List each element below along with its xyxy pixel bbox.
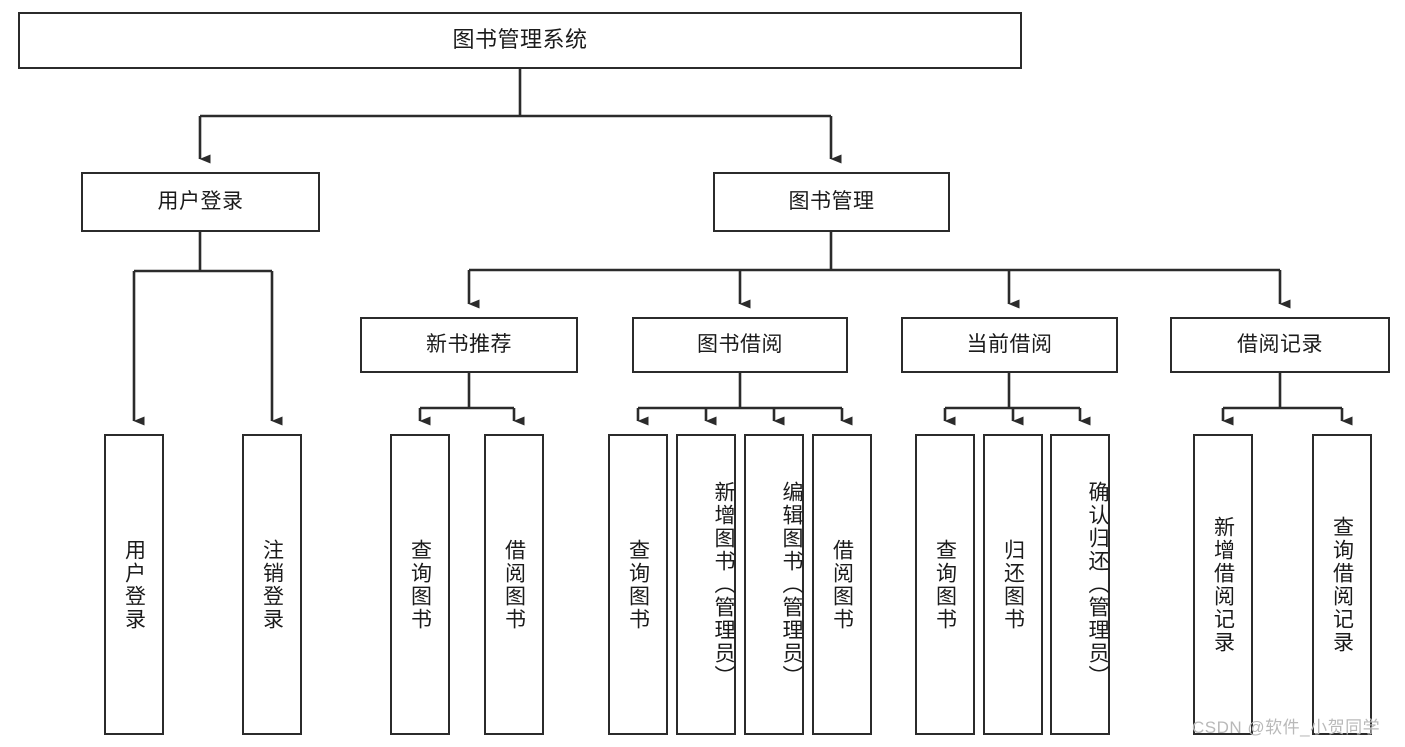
node-new-book-recommendation[interactable]: 新书推荐	[360, 317, 578, 373]
node-book-management[interactable]: 图书管理	[713, 172, 950, 232]
node-label: 新增借阅记录	[1211, 515, 1235, 654]
node-root-system[interactable]: 图书管理系统	[18, 12, 1022, 69]
node-label: 用户登录	[157, 190, 244, 214]
node-book-borrowing[interactable]: 图书借阅	[632, 317, 848, 373]
node-leaf-edit-book-admin[interactable]: 编辑图书（管理员）	[744, 434, 804, 735]
node-leaf-add-borrow-record[interactable]: 新增借阅记录	[1193, 434, 1253, 735]
node-label: 图书管理系统	[452, 27, 588, 53]
node-label: 查询图书	[933, 538, 957, 631]
node-borrowing-records[interactable]: 借阅记录	[1170, 317, 1390, 373]
node-label: 注销登录	[260, 538, 284, 631]
node-label: 借阅记录	[1237, 333, 1323, 357]
node-label: 用户登录	[122, 538, 146, 631]
node-leaf-query-book-current[interactable]: 查询图书	[915, 434, 975, 735]
node-label: 查询图书	[408, 538, 432, 631]
node-leaf-query-book-recommend[interactable]: 查询图书	[390, 434, 450, 735]
node-leaf-confirm-return-admin[interactable]: 确认归还（管理员）	[1050, 434, 1110, 735]
node-label: 新增图书（管理员）	[712, 481, 735, 688]
node-current-borrowing[interactable]: 当前借阅	[901, 317, 1118, 373]
node-leaf-user-login[interactable]: 用户登录	[104, 434, 164, 735]
node-label: 编辑图书（管理员）	[780, 481, 803, 688]
node-label: 归还图书	[1001, 538, 1025, 631]
csdn-watermark: CSDN @软件_小贺同学	[1192, 718, 1381, 737]
node-user-login[interactable]: 用户登录	[81, 172, 320, 232]
node-leaf-add-book-admin[interactable]: 新增图书（管理员）	[676, 434, 736, 735]
node-label: 查询图书	[626, 538, 650, 631]
node-leaf-return-book[interactable]: 归还图书	[983, 434, 1043, 735]
node-label: 确认归还（管理员）	[1086, 481, 1109, 688]
node-leaf-borrow-book-recommend[interactable]: 借阅图书	[484, 434, 544, 735]
node-leaf-borrow-book[interactable]: 借阅图书	[812, 434, 872, 735]
node-label: 借阅图书	[502, 538, 526, 631]
node-label: 图书借阅	[697, 333, 783, 357]
node-leaf-query-book-borrow[interactable]: 查询图书	[608, 434, 668, 735]
node-label: 新书推荐	[426, 333, 512, 357]
node-label: 借阅图书	[830, 538, 854, 631]
node-label: 当前借阅	[966, 333, 1053, 357]
node-label: 图书管理	[788, 190, 875, 214]
node-leaf-logout[interactable]: 注销登录	[242, 434, 302, 735]
node-leaf-query-borrow-record[interactable]: 查询借阅记录	[1312, 434, 1372, 735]
node-label: 查询借阅记录	[1330, 515, 1354, 654]
